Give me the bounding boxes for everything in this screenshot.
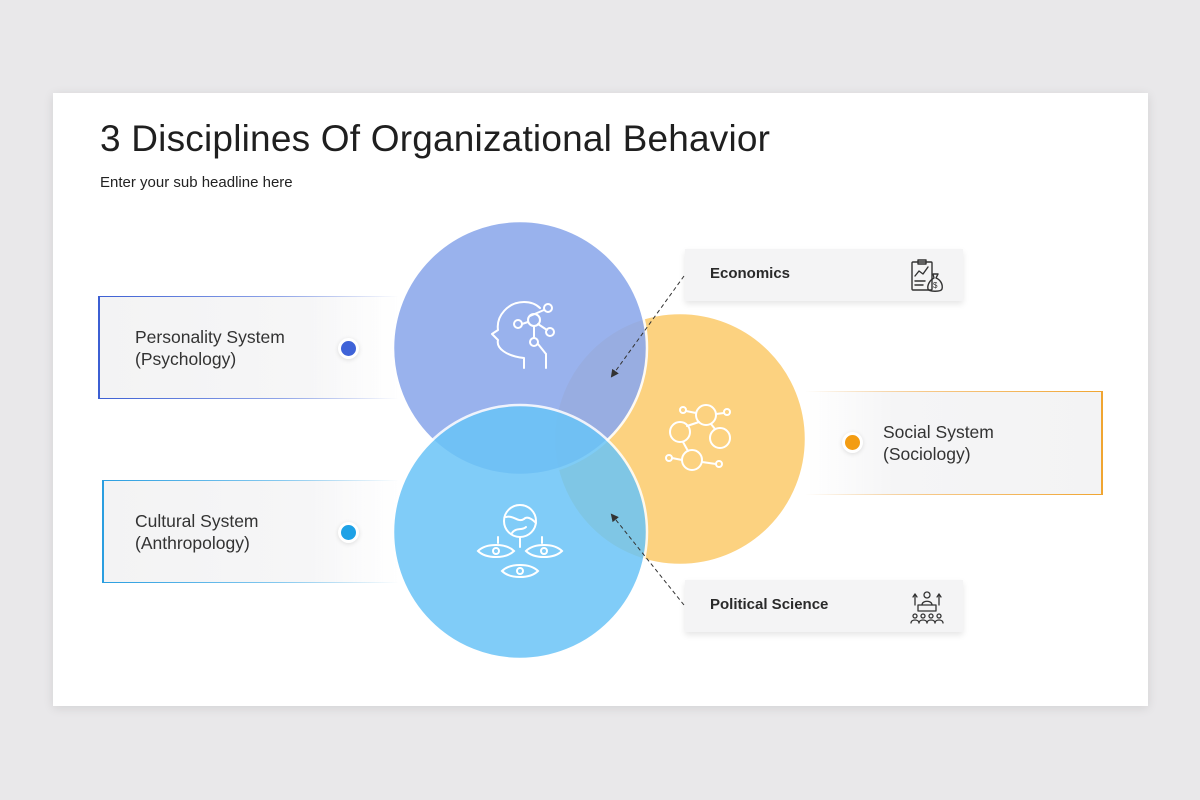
cultural-circle [391,403,649,661]
slide: 3 Disciplines Of Organizational Behavior… [53,93,1148,706]
social-marker-dot [845,435,860,450]
social-system-label: Social System [883,422,994,442]
venn-diagram [391,219,808,661]
head-network-icon [491,301,555,369]
cultural-system-label: Cultural System [135,511,259,531]
globe-eyes-icon [476,504,564,578]
social-system-sublabel: (Sociology) [883,444,971,464]
personality-marker-dot [341,341,356,356]
political-science-box: Political Science [685,580,963,632]
cultural-system-sublabel: (Anthropology) [135,533,250,553]
personality-system-sublabel: (Psychology) [135,349,237,369]
clipboard-money-icon: $ [911,259,943,292]
political-science-label: Political Science [710,596,829,613]
podium-audience-icon [910,591,944,624]
personality-system-label: Personality System [135,327,285,347]
economics-box: Economics $ [685,249,963,301]
cultural-marker-dot [341,525,356,540]
svg-text:$: $ [933,281,938,290]
people-network-icon [665,404,731,471]
economics-label: Economics [710,265,791,282]
political-science-arrow [610,513,685,606]
page-subtitle: Enter your sub headline here [100,174,293,191]
page-title: 3 Disciplines Of Organizational Behavior [100,118,771,159]
